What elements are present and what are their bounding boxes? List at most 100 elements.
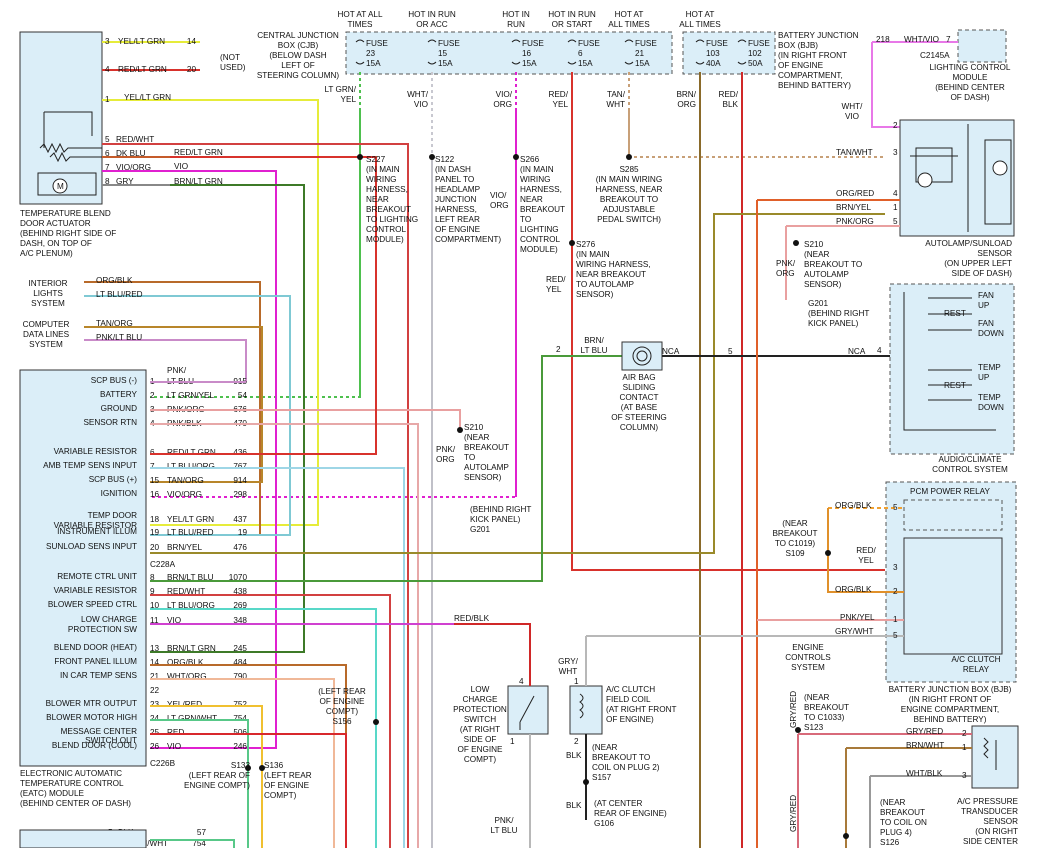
ground-g201a: (BEHIND RIGHT — [470, 505, 531, 514]
wire-color: VIO/ORG — [116, 163, 151, 172]
airbag-label: SLIDING — [623, 383, 656, 392]
fuse-rating: 15A — [522, 59, 537, 68]
pin: 2 — [962, 729, 967, 738]
pin: 1 — [105, 95, 110, 104]
fuse-number: 21 — [635, 49, 645, 58]
cjb-label: CENTRAL JUNCTION — [257, 31, 339, 40]
splice-s227: NEAR — [366, 195, 389, 204]
cjb-label: LEFT OF — [281, 61, 315, 70]
splice-s126: PLUG 4) — [880, 828, 912, 837]
cjb-label: BOX (CJB) — [278, 41, 319, 50]
audio-label: UP — [978, 301, 990, 310]
fuse-header: HOT AT ALL — [337, 10, 382, 19]
circuit-number: 506 — [233, 728, 247, 737]
pin: 1 — [574, 677, 579, 686]
splice-s123: TO C1033) — [804, 713, 845, 722]
pin: 5 — [893, 503, 898, 512]
splice-s133: S133 — [231, 761, 251, 770]
wire-color: VIO/ORG — [167, 490, 202, 499]
wire-color: ORG/BLK — [835, 501, 872, 510]
eatc-pin-number: 16 — [150, 490, 160, 499]
wire-color: GRY/ — [558, 657, 579, 666]
wire-color: WHT/VIO — [904, 35, 939, 44]
wire-color: ORG — [493, 100, 512, 109]
fuse-header: OR ACC — [416, 20, 447, 29]
pin: 6 — [105, 149, 110, 158]
pin: 4 — [105, 65, 110, 74]
pin: 7 — [105, 163, 110, 172]
eatc-label: ELECTRONIC AUTOMATIC — [20, 769, 122, 778]
wire-color: VIO — [167, 616, 181, 625]
eatc-pin-name: PROTECTION SW — [68, 625, 137, 634]
wire-color: ORG/BLK — [167, 658, 204, 667]
wire-color: BRN/WHT — [906, 741, 944, 750]
wire-color: PNK/LT BLU — [96, 333, 142, 342]
wire-color: RED/BLK — [454, 614, 490, 623]
circuit-number: 245 — [233, 644, 247, 653]
pin: 7 — [946, 35, 951, 44]
splice-s157: COIL ON PLUG 2) — [592, 763, 660, 772]
fuse-header: HOT IN RUN — [408, 10, 456, 19]
audio-label: DOWN — [978, 403, 1004, 412]
fuse-rating: 15A — [366, 59, 381, 68]
ac-clutch-label: (AT RIGHT FRONT — [606, 705, 677, 714]
circuit-number: 246 — [233, 742, 247, 751]
low-charge-label: SIDE OF — [464, 735, 497, 744]
pin: 4 — [893, 189, 898, 198]
autolamp-label: (ON UPPER LEFT — [944, 259, 1012, 268]
wire-color: RED/ — [856, 546, 876, 555]
splice-s136: COMPT) — [264, 791, 297, 800]
splice-s123: S123 — [804, 723, 824, 732]
pin: 1 — [893, 615, 898, 624]
splice-s210b: BREAKOUT TO — [804, 260, 862, 269]
eatc-pin-name: SUNLOAD SENS INPUT — [46, 542, 137, 551]
wire-color: LT GRN/WHT — [167, 714, 217, 723]
fuse-number: 15 — [438, 49, 448, 58]
ground-g106: REAR OF ENGINE) — [594, 809, 667, 818]
wire-color: YEL/LT GRN — [124, 93, 171, 102]
airbag-label: OF STEERING — [611, 413, 667, 422]
splice-s126: (NEAR — [880, 798, 906, 807]
pin: 1 — [962, 743, 967, 752]
splice-s266: HARNESS, — [520, 185, 562, 194]
bjb-label: (IN RIGHT FRONT — [778, 51, 847, 60]
splice-s126: S126 — [880, 838, 900, 847]
airbag-label: COLUMN) — [620, 423, 658, 432]
wire-color: RED/LT GRN — [167, 448, 216, 457]
eatc-pin-name: IN CAR TEMP SENS — [60, 671, 138, 680]
ac-clutch-label: A/C CLUTCH — [606, 685, 655, 694]
fuse-name: FUSE — [635, 39, 657, 48]
splice-s276: S276 — [576, 240, 596, 249]
wire-color: GRY/RED — [906, 727, 943, 736]
wire-color: BLK — [566, 801, 582, 810]
splice-s122: PANEL TO — [435, 175, 474, 184]
splice-s266: S266 — [520, 155, 540, 164]
eatc-pin-name: BLEND DOOR (HEAT) — [54, 643, 137, 652]
eatc-pin-name: IGNITION — [101, 489, 137, 498]
splice-s276: TO AUTOLAMP — [576, 280, 634, 289]
bjb-bottom-label: BATTERY JUNCTION BOX (BJB) — [889, 685, 1012, 694]
fuse-name: FUSE — [366, 39, 388, 48]
wire-color: RED/ — [548, 90, 568, 99]
eatc-pin-name: SCP BUS (-) — [91, 376, 138, 385]
autolamp-label: AUTOLAMP/SUNLOAD — [925, 239, 1012, 248]
wire-color: ORG/RED — [836, 189, 874, 198]
computer-data-label: COMPUTER — [23, 320, 70, 329]
splice-s122: S122 — [435, 155, 455, 164]
circuit-number: 476 — [233, 543, 247, 552]
splice-s266: MODULE) — [520, 245, 558, 254]
wire-color: GRY/WHT — [835, 627, 874, 636]
circuit-number: 436 — [233, 448, 247, 457]
splice-s266: BREAKOUT — [520, 205, 565, 214]
wire-color: ORG — [776, 269, 795, 278]
fuse-symbol — [355, 39, 365, 65]
nca: NCA — [662, 347, 680, 356]
splice-s266: NEAR — [520, 195, 543, 204]
wire-color: LT BLU/RED — [96, 290, 143, 299]
eatc-pin-name: VARIABLE RESISTOR — [54, 521, 138, 530]
